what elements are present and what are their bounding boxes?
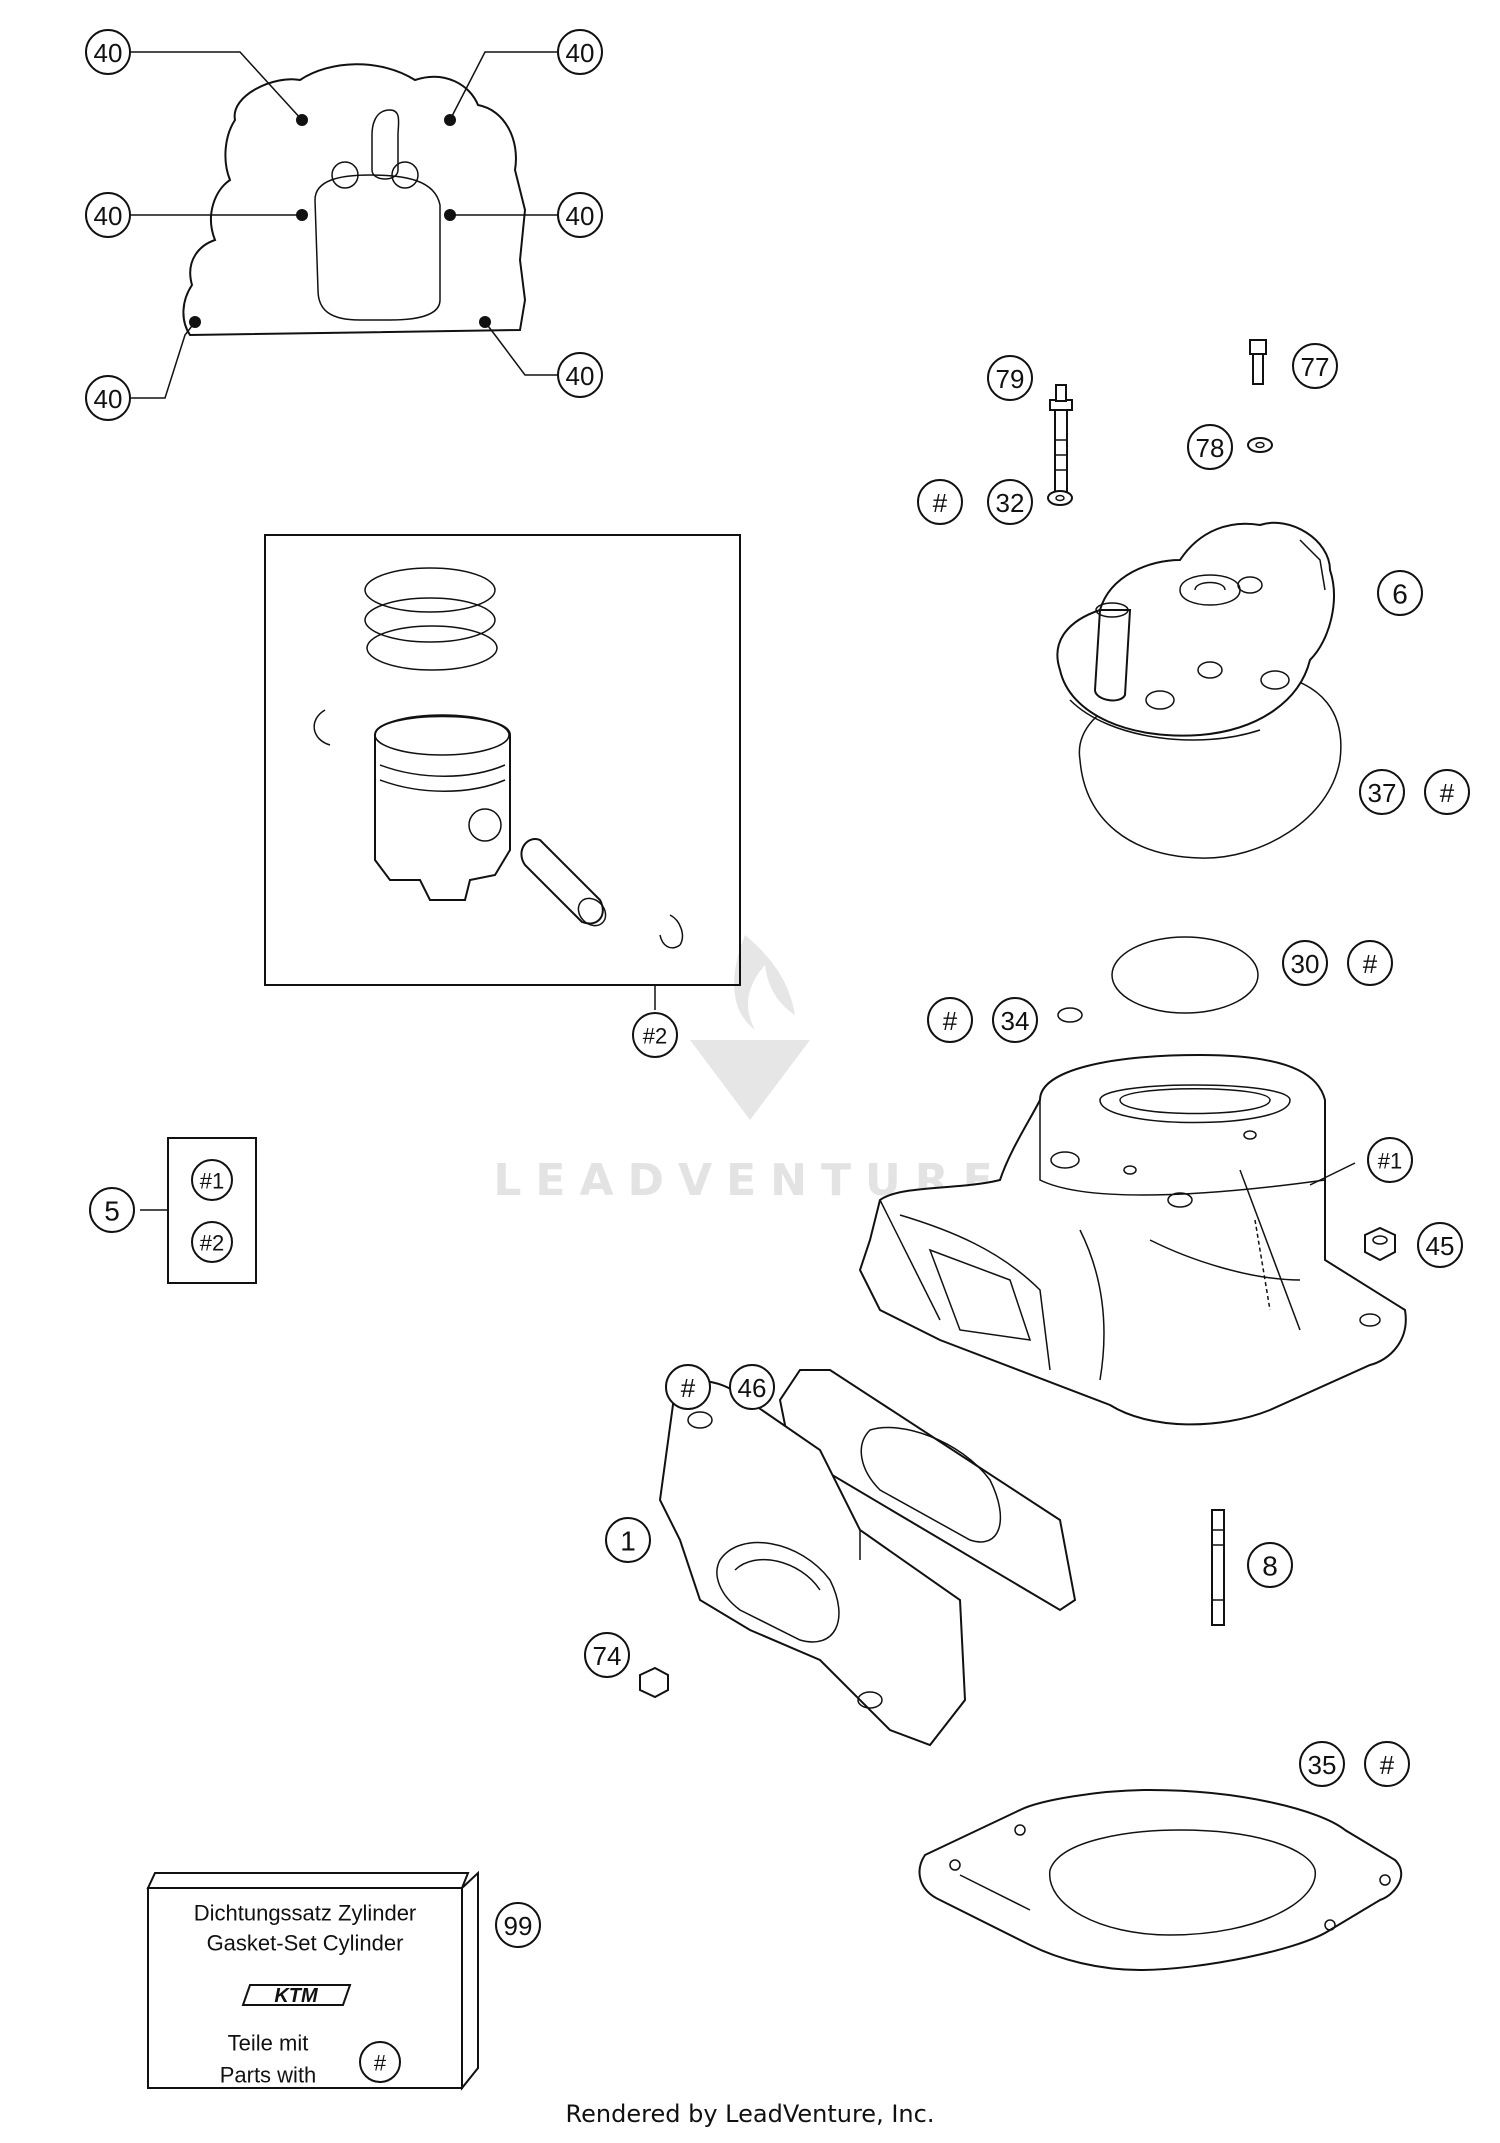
svg-text:#: # — [1363, 949, 1378, 979]
callout-40-top-right: 40 — [557, 29, 603, 75]
ktm-logo: KTM — [241, 1984, 352, 2007]
callout-45: 45 — [1417, 1222, 1463, 1268]
svg-text:30: 30 — [1291, 949, 1320, 979]
svg-text:5: 5 — [104, 1196, 120, 1227]
gasket-set-line3: Teile mit — [228, 2031, 309, 2056]
exhaust-flange-gasket — [778, 1369, 1077, 1612]
o-ring-30 — [1111, 936, 1259, 1014]
svg-text:40: 40 — [94, 201, 123, 231]
gasket-set-line1: Dichtungssatz Zylinder — [194, 1901, 417, 1926]
svg-text:45: 45 — [1426, 1231, 1455, 1261]
svg-text:#: # — [933, 488, 948, 518]
svg-text:74: 74 — [593, 1641, 622, 1671]
svg-text:32: 32 — [996, 488, 1025, 518]
callout-35: 35 — [1299, 1741, 1345, 1787]
svg-text:46: 46 — [738, 1373, 767, 1403]
svg-text:#: # — [1440, 778, 1455, 808]
cylinder — [858, 1053, 1407, 1426]
callout-40-mid-right: 40 — [557, 192, 603, 238]
nut-45 — [1364, 1226, 1396, 1262]
callout-32: 32 — [987, 479, 1033, 525]
callout-8: 8 — [1247, 1542, 1293, 1588]
gasket-set-box: Dichtungssatz Zylinder Gasket-Set Cylind… — [146, 1870, 479, 2091]
svg-text:37: 37 — [1368, 778, 1397, 808]
cylinder-head — [1056, 521, 1342, 859]
head-hardware — [1047, 339, 1273, 506]
svg-text:#: # — [943, 1006, 958, 1036]
footer-credit: Rendered by LeadVenture, Inc. — [565, 2100, 935, 2128]
base-gasket-diagram — [130, 51, 560, 399]
callout-34: 34 — [992, 997, 1038, 1043]
o-ring-34 — [1057, 1007, 1083, 1023]
svg-text:#2: #2 — [643, 1024, 667, 1049]
callout-46-hash: # — [665, 1364, 711, 1410]
callout-40-top-left: 40 — [85, 29, 131, 75]
callout-77: 77 — [1292, 343, 1338, 389]
nut-74 — [639, 1666, 669, 1699]
svg-text:6: 6 — [1392, 579, 1408, 610]
callout-74: 74 — [584, 1632, 630, 1678]
callouts: 40 40 40 40 40 40 79 77 78 # 32 6 37 # 3… — [85, 29, 1470, 1948]
callout-46: 46 — [729, 1364, 775, 1410]
svg-text:34: 34 — [1001, 1006, 1030, 1036]
svg-text:77: 77 — [1301, 352, 1330, 382]
piston-kit — [264, 534, 741, 1010]
callout-34-hash: # — [927, 997, 973, 1043]
callout-78: 78 — [1187, 424, 1233, 470]
callout-30-hash: # — [1347, 940, 1393, 986]
callout-30: 30 — [1282, 940, 1328, 986]
ktm-logo-text: KTM — [274, 1985, 319, 2007]
callout-40-bottom-right: 40 — [557, 352, 603, 398]
gasket-set-marker: # — [374, 2051, 387, 2076]
svg-text:40: 40 — [566, 38, 595, 68]
callout-5-item-2: #2 — [191, 1221, 233, 1263]
callout-37-hash: # — [1424, 769, 1470, 815]
svg-text:#1: #1 — [1378, 1149, 1402, 1174]
callout-6: 6 — [1377, 570, 1423, 616]
svg-text:40: 40 — [566, 201, 595, 231]
callout-piston-kit: #2 — [632, 1012, 678, 1058]
gasket-set-line2: Gasket-Set Cylinder — [207, 1931, 404, 1956]
svg-text:8: 8 — [1262, 1551, 1278, 1582]
callout-5: 5 — [89, 1187, 135, 1233]
svg-text:#: # — [681, 1373, 696, 1403]
svg-text:1: 1 — [620, 1526, 636, 1557]
callout-35-hash: # — [1364, 1741, 1410, 1787]
callout-99: 99 — [495, 1902, 541, 1948]
svg-text:#: # — [1380, 1750, 1395, 1780]
callout-32-hash: # — [917, 479, 963, 525]
svg-text:#1: #1 — [200, 1169, 224, 1194]
svg-text:79: 79 — [996, 364, 1025, 394]
callout-40-mid-left: 40 — [85, 192, 131, 238]
callout-1: 1 — [605, 1517, 651, 1563]
svg-text:40: 40 — [94, 38, 123, 68]
svg-text:40: 40 — [94, 384, 123, 414]
callout-79: 79 — [987, 355, 1033, 401]
stud-8 — [1211, 1509, 1225, 1626]
svg-text:78: 78 — [1196, 433, 1225, 463]
piston-kit-frame — [264, 534, 741, 986]
cylinder-base-gasket — [918, 1788, 1403, 1972]
svg-text:#2: #2 — [200, 1231, 224, 1256]
svg-text:40: 40 — [566, 361, 595, 391]
callout-40-bottom-left: 40 — [85, 375, 131, 421]
svg-text:99: 99 — [504, 1911, 533, 1941]
callout-cylinder: #1 — [1367, 1137, 1413, 1183]
gasket-set-line4: Parts with — [220, 2063, 317, 2088]
leadventure-watermark: LEADVENTURE — [493, 935, 993, 1206]
callout-37: 37 — [1359, 769, 1405, 815]
callout-5-item-1: #1 — [191, 1159, 233, 1201]
svg-text:35: 35 — [1308, 1750, 1337, 1780]
